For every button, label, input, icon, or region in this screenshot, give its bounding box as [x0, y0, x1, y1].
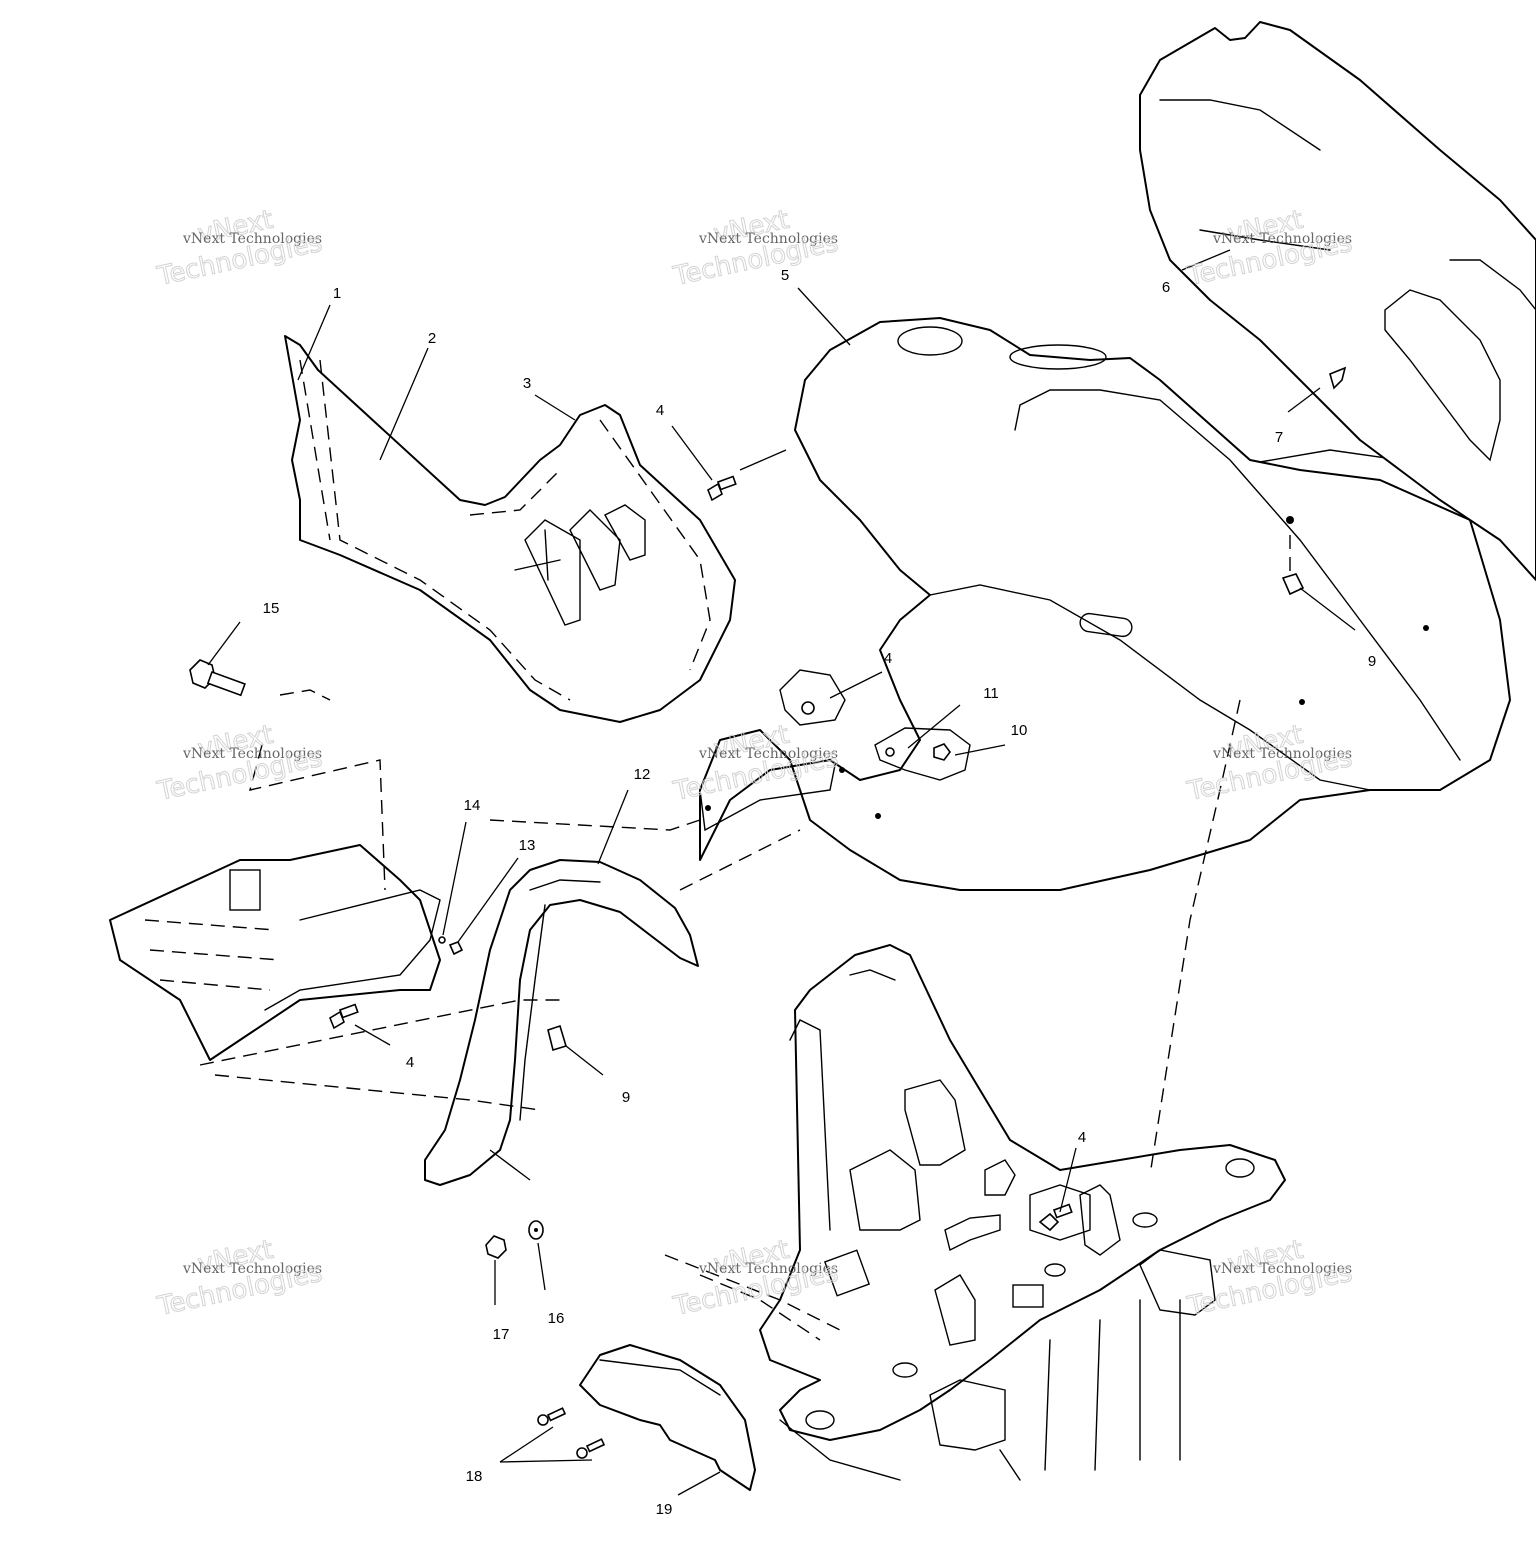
- callout-16: 16: [548, 1310, 565, 1327]
- callout-1: 1: [333, 285, 341, 302]
- callout-15: 15: [263, 600, 280, 617]
- frame: [759, 944, 1286, 1481]
- callout-9-top: 9: [1368, 653, 1376, 670]
- screw-4-fender: [779, 669, 846, 726]
- assembly-lines: [199, 535, 1291, 1341]
- bolt-11-plate: [874, 727, 971, 781]
- svg-text:vNext Technologies: vNext Technologies: [1212, 1261, 1352, 1277]
- callout-12: 12: [634, 766, 651, 783]
- watermark-7: vNext vNext Technologies Technologies: [154, 1234, 326, 1322]
- callout-6: 6: [1162, 279, 1170, 296]
- svg-text:vNext Technologies: vNext Technologies: [698, 746, 838, 762]
- callout-4-frame: 4: [1078, 1129, 1086, 1146]
- clip-7: [1329, 366, 1347, 390]
- callout-3: 3: [523, 375, 531, 392]
- callout-11: 11: [983, 685, 999, 702]
- svg-text:vNext Technologies: vNext Technologies: [182, 746, 322, 762]
- callout-2: 2: [428, 330, 436, 347]
- callout-13: 13: [519, 837, 536, 854]
- callout-19: 19: [656, 1501, 673, 1518]
- rivets-18: [537, 1407, 606, 1459]
- callout-5: 5: [781, 267, 789, 284]
- bolt-4-frame: [1038, 1203, 1073, 1232]
- leader-lines: [207, 249, 1356, 1496]
- fender-flare-part-12: [424, 859, 699, 1186]
- svg-text:vNext Technologies: vNext Technologies: [698, 231, 838, 247]
- callout-17: 17: [493, 1326, 510, 1343]
- svg-text:vNext Technologies: vNext Technologies: [698, 1261, 838, 1277]
- screw-4-left: [329, 1003, 359, 1030]
- screw-4-top: [707, 475, 737, 502]
- svg-text:vNext Technologies: vNext Technologies: [1212, 231, 1352, 247]
- callout-4-top: 4: [656, 402, 664, 419]
- svg-text:vNext Technologies: vNext Technologies: [182, 231, 322, 247]
- footrest-part: [109, 844, 441, 1061]
- callout-14: 14: [464, 797, 481, 814]
- svg-text:vNext Technologies: vNext Technologies: [1212, 746, 1352, 762]
- nut-17-washer-16: [485, 1220, 544, 1259]
- clip-9-top: [1281, 573, 1305, 596]
- watermark-1: vNext vNext Technologies Technologies: [154, 204, 326, 292]
- callout-10: 10: [1011, 722, 1028, 739]
- watermark-4: vNext vNext Technologies Technologies: [154, 719, 326, 807]
- side-panel-part-1-2: [284, 335, 736, 723]
- front-fender-part-5: [699, 317, 1511, 891]
- watermark-2: vNext vNext Technologies Technologies: [670, 204, 842, 292]
- watermark-9: vNext vNext Technologies Technologies: [1184, 1234, 1356, 1322]
- clip-9-bottom: [547, 1024, 567, 1052]
- callout-9-bottom: 9: [622, 1089, 630, 1106]
- callout-numbers: 1 2 3 4 4 4 4 5 6 7 9 9 10 11 12 13 14 1…: [263, 267, 1377, 1518]
- callout-7: 7: [1275, 429, 1283, 446]
- rear-cover-part-6: [1139, 21, 1536, 581]
- callout-4-fender: 4: [884, 650, 892, 667]
- nut-14-13: [438, 936, 464, 956]
- callout-18: 18: [466, 1468, 483, 1485]
- callout-4-left: 4: [406, 1054, 414, 1071]
- bolt-15: [189, 659, 246, 697]
- svg-text:vNext Technologies: vNext Technologies: [182, 1261, 322, 1277]
- splash-guard-part-19: [579, 1344, 756, 1491]
